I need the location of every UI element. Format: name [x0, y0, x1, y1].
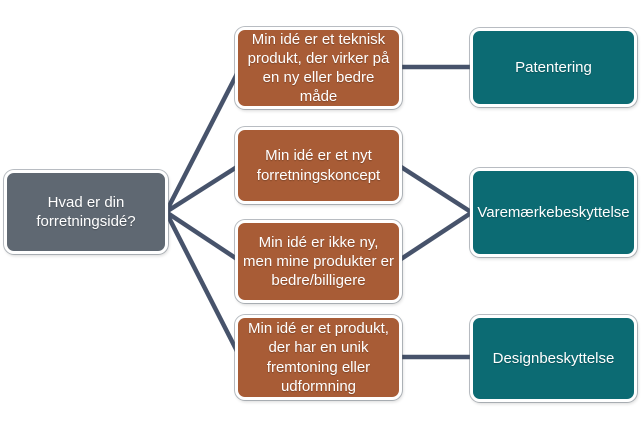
node-protection-label: Patentering — [515, 58, 592, 76]
node-protection-patentering: Patentering — [470, 28, 637, 107]
node-idea-label: Min idé er ikke ny, men mine produkter e… — [243, 233, 394, 290]
node-idea-label: Min idé er et nyt forretningskoncept — [256, 147, 381, 184]
node-question-label: Hvad er din forretningsidé? — [36, 193, 136, 230]
connector-question-idea-4 — [163, 210, 243, 359]
connector-question-idea-3 — [164, 210, 242, 263]
node-protection-designbeskyttelse: Designbeskyttelse — [470, 315, 637, 402]
node-idea-teknisk-produkt: Min idé er et teknisk produkt, der virke… — [235, 27, 402, 109]
connector-idea-3-varemaerke — [396, 211, 473, 263]
connector-idea-2-varemaerke — [396, 163, 473, 214]
node-idea-bedre-billigere: Min idé er ikke ny, men mine produkter e… — [235, 220, 402, 303]
node-idea-label: Min idé er et teknisk produkt, der virke… — [247, 30, 390, 106]
node-idea-unik-fremtoning: Min idé er et produkt, der har en unik f… — [235, 315, 402, 400]
connector-question-idea-1 — [163, 66, 243, 214]
node-idea-label: Min idé er et produkt, der har en unik f… — [248, 320, 389, 395]
node-question: Hvad er din forretningsidé? — [4, 170, 168, 254]
node-protection-label: Designbeskyttelse — [492, 349, 615, 367]
node-protection-label: Varemærkebeskyttelse — [477, 203, 630, 221]
connector-question-idea-2 — [164, 163, 242, 214]
node-idea-nyt-forretningskoncept: Min idé er et nyt forretningskoncept — [235, 127, 402, 204]
node-protection-varemaerkebeskyttelse: Varemærkebeskyttelse — [470, 168, 637, 257]
